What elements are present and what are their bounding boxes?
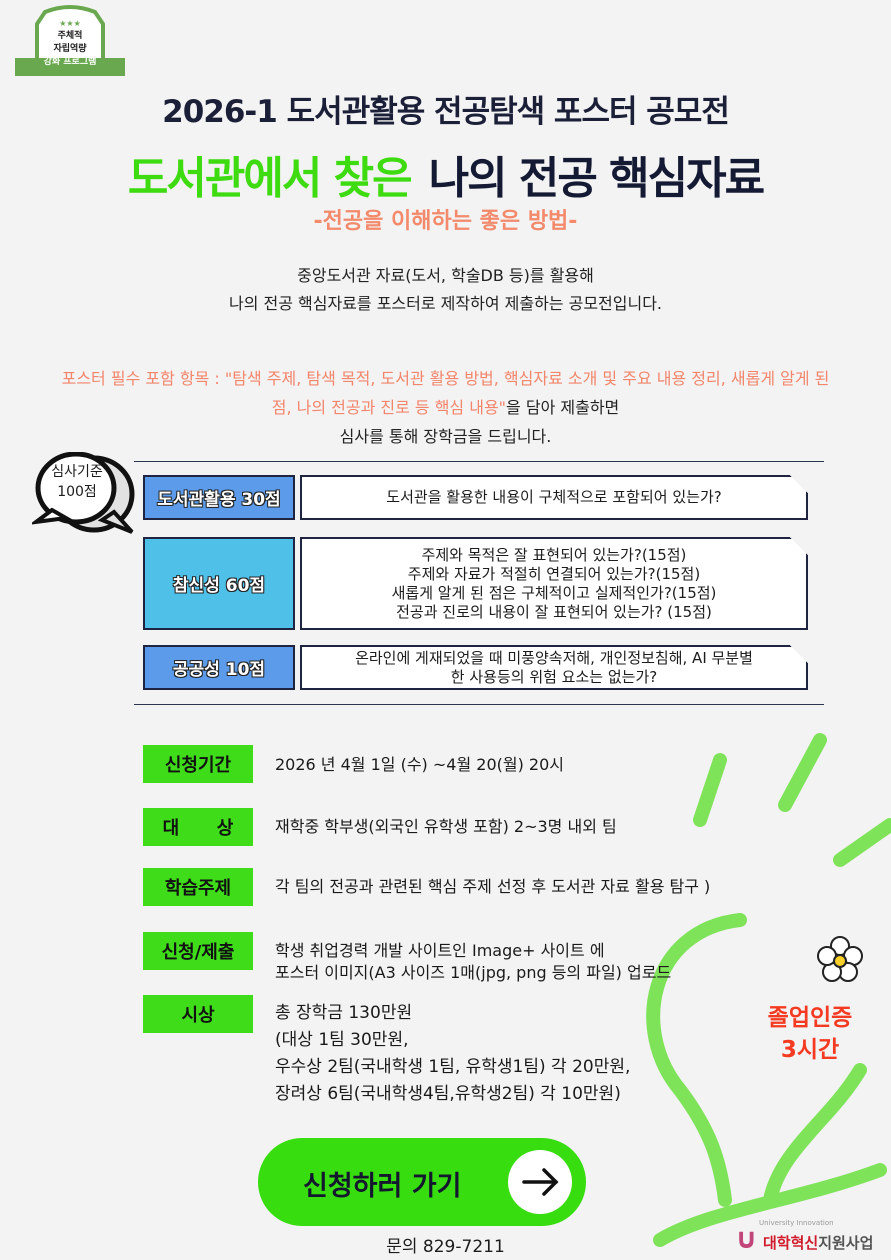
criterion-description: 도서관을 활용한 내용이 구체적으로 포함되어 있는가?	[300, 475, 808, 520]
arrow-right-icon	[508, 1150, 572, 1214]
criteria-speech-bubble: 심사기준 100점	[32, 452, 137, 534]
intro-line: 중앙도서관 자료(도서, 학술DB 등)를 활용해	[297, 266, 594, 285]
info-value-topic: 각 팀의 전공과 관련된 핵심 주제 선정 후 도서관 자료 활용 탐구 )	[275, 877, 711, 896]
info-line: 학생 취업경력 개발 사이트인 Image+ 사이트 에	[275, 941, 605, 960]
certification-note: 졸업인증 3시간	[745, 1002, 875, 1066]
university-innovation-logo: ∪ University Innovation 대학혁신지원사업	[735, 1219, 874, 1255]
apply-button[interactable]: 신청하러 가기	[258, 1138, 586, 1226]
badge-line: 주체적	[57, 31, 83, 41]
info-line: 총 장학금 130만원	[275, 1003, 413, 1023]
bubble-line: 100점	[57, 484, 97, 500]
info-line: (대상 1팀 30만원,	[275, 1030, 409, 1050]
flower-icon	[817, 936, 863, 982]
criterion-description: 주제와 목적은 잘 표현되어 있는가?(15점) 주제와 자료가 적절히 연결되…	[300, 537, 808, 630]
headline-navy: 나의 전공 핵심자료	[428, 153, 765, 204]
logo-red-text: 대학혁신	[762, 1234, 819, 1252]
info-label-submit: 신청/제출	[143, 932, 253, 970]
badge-line: 자립역량	[53, 44, 87, 54]
requirements-scholarship: 심사를 통해 장학금을 드립니다.	[339, 427, 552, 446]
logo-u-icon: ∪	[735, 1222, 758, 1255]
divider	[134, 461, 824, 462]
criterion-line: 전공과 진로의 내용이 잘 표현되어 있는가? (15점)	[396, 602, 712, 621]
requirements-suffix: 을 담아 제출하면	[506, 398, 620, 417]
certification-line: 졸업인증	[767, 1005, 853, 1031]
bubble-line: 심사기준	[51, 464, 103, 480]
criterion-line: 한 사용등의 위험 요소는 없는가?	[450, 667, 658, 686]
apply-button-label: 신청하러 가기	[303, 1171, 462, 1202]
criterion-line: 주제와 자료가 적절히 연결되어 있는가?(15점)	[407, 564, 701, 583]
info-value-target: 재학중 학부생(외국인 유학생 포함) 2~3명 내외 팀	[275, 817, 617, 836]
criterion-label: 참신성 60점	[143, 537, 295, 630]
divider	[134, 704, 824, 705]
program-badge: ★★★ 주체적 자립역량 강화 프로그램	[15, 4, 125, 86]
headline-green: 도서관에서 찾은	[127, 153, 413, 204]
subtitle: -전공을 이해하는 좋은 방법-	[313, 209, 578, 234]
info-label-awards: 시상	[143, 995, 253, 1033]
requirements-items: 포스터 필수 포함 항목 : "탐색 주제, 탐색 목적, 도서관 활용 방법,…	[61, 369, 830, 417]
info-line: 장려상 6팀(국내학생4팀,유학생2팀) 각 10만원)	[275, 1084, 621, 1104]
criterion-line: 새롭게 알게 된 점은 구체적이고 실제적인가?(15점)	[391, 583, 717, 602]
contact-info: 문의 829-7211	[386, 1237, 505, 1257]
requirements-text: 포스터 필수 포함 항목 : "탐색 주제, 탐색 목적, 도서관 활용 방법,…	[0, 364, 891, 451]
certification-line: 3시간	[780, 1037, 840, 1063]
criterion-description: 온라인에 게재되었을 때 미풍양속저해, 개인정보침해, AI 무분별 한 사용…	[300, 645, 808, 690]
svg-text:★★★: ★★★	[59, 19, 81, 28]
info-line: 포스터 이미지(A3 사이즈 1매(jpg, png 등의 파일) 업로드	[275, 963, 672, 982]
info-label-target: 대 상	[143, 808, 253, 846]
criterion-line: 주제와 목적은 잘 표현되어 있는가?(15점)	[421, 545, 687, 564]
headline: 도서관에서 찾은 나의 전공 핵심자료	[0, 142, 891, 206]
criterion-line: 온라인에 게재되었을 때 미풍양속저해, 개인정보침해, AI 무분별	[355, 648, 753, 667]
intro-line: 나의 전공 핵심자료를 포스터로 제작하여 제출하는 공모전입니다.	[228, 294, 663, 313]
logo-gray-text: 지원사업	[818, 1234, 874, 1252]
info-label-period: 신청기간	[143, 745, 253, 783]
intro-text: 중앙도서관 자료(도서, 학술DB 등)를 활용해 나의 전공 핵심자료를 포스…	[0, 262, 891, 318]
lightbulb-decoration	[646, 733, 891, 1247]
criterion-label: 도서관활용 30점	[143, 475, 295, 520]
badge-line: 강화 프로그램	[43, 57, 97, 67]
criterion-line: 도서관을 활용한 내용이 구체적으로 포함되어 있는가?	[386, 488, 722, 506]
info-line: 우수상 2팀(국내학생 1팀, 유학생1팀) 각 20만원,	[275, 1057, 631, 1077]
info-value-period: 2026 년 4월 1일 (수) ~4월 20(월) 20시	[275, 755, 564, 774]
criterion-label: 공공성 10점	[143, 645, 295, 690]
poster-title: 2026-1 도서관활용 전공탐색 포스터 공모전	[162, 94, 730, 130]
info-value-awards: 총 장학금 130만원 (대상 1팀 30만원, 우수상 2팀(국내학생 1팀,…	[275, 1000, 630, 1108]
logo-small-text: University Innovation	[759, 1219, 834, 1227]
info-label-topic: 학습주제	[143, 868, 253, 906]
